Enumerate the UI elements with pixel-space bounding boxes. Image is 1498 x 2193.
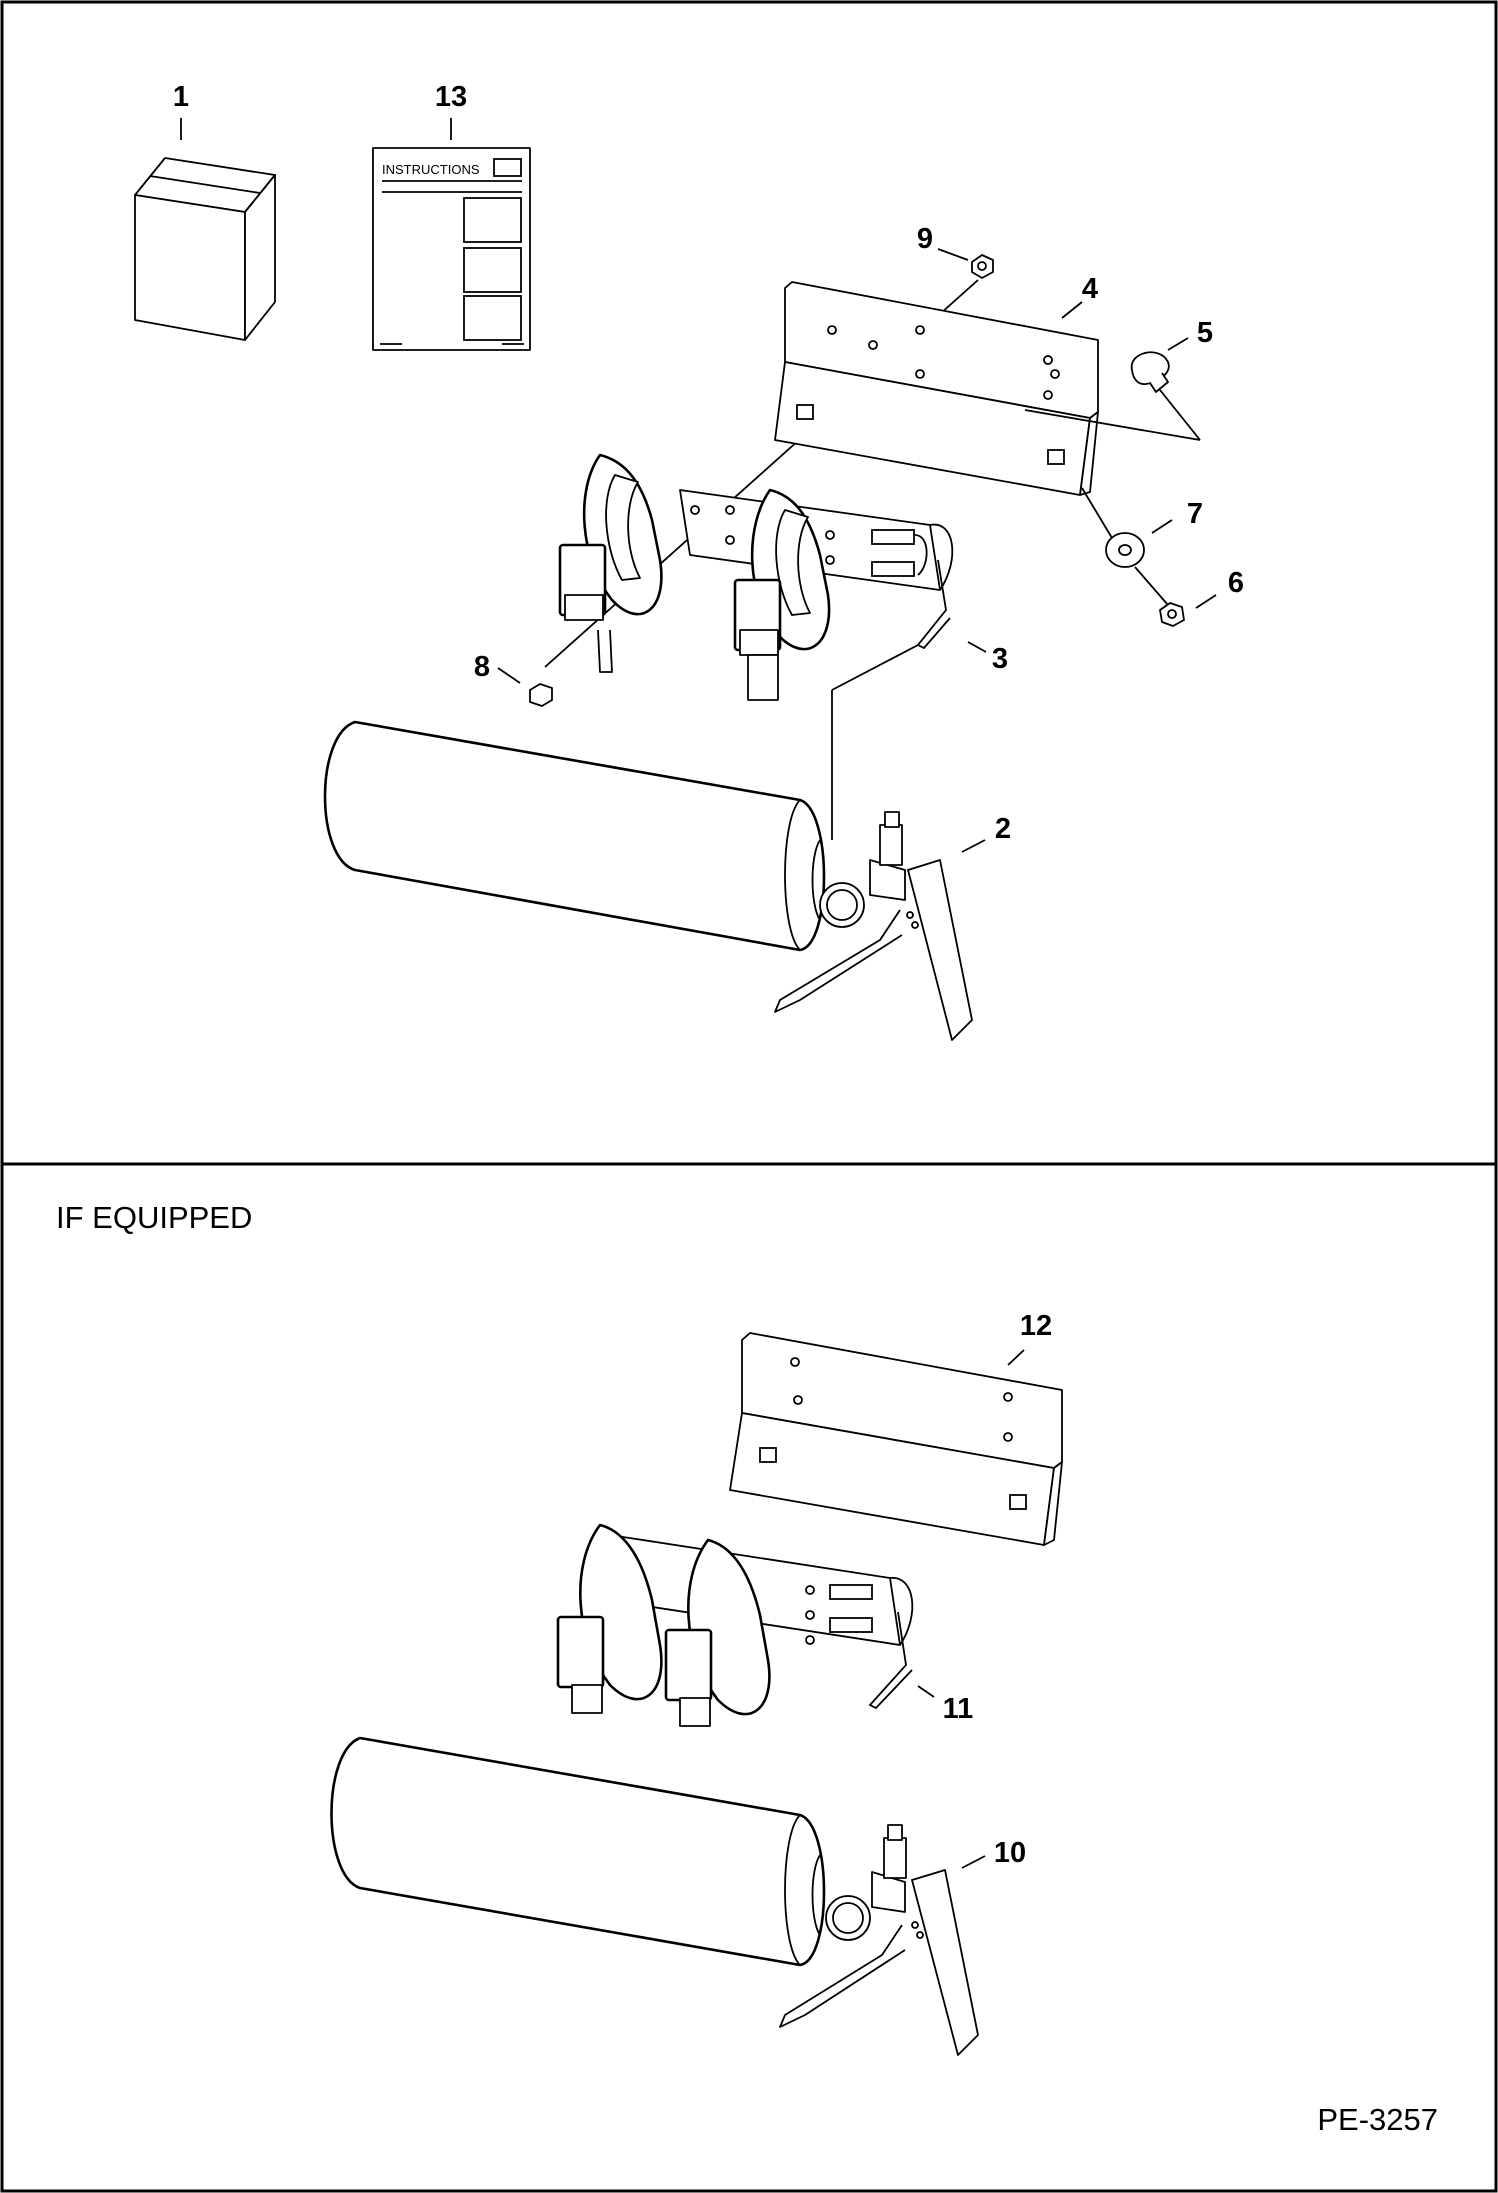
leader-7 bbox=[1151, 519, 1173, 534]
leader-2 bbox=[961, 839, 986, 853]
leader-11 bbox=[917, 1685, 935, 1698]
leader-6 bbox=[1195, 594, 1217, 609]
part-5-bolt bbox=[1131, 351, 1170, 393]
callout-7: 7 bbox=[1187, 498, 1203, 530]
callout-1: 1 bbox=[173, 81, 189, 113]
part-1-box bbox=[134, 157, 276, 341]
callout-8: 8 bbox=[474, 651, 490, 683]
callout-3: 3 bbox=[992, 643, 1008, 675]
part-7-washer bbox=[1105, 532, 1145, 568]
callout-2: 2 bbox=[995, 813, 1011, 845]
callout-12: 12 bbox=[1020, 1310, 1052, 1342]
instructions-label: INSTRUCTIONS bbox=[382, 162, 480, 177]
callout-11: 11 bbox=[943, 1693, 974, 1725]
part-4-bracket bbox=[774, 281, 1099, 496]
callout-4: 4 bbox=[1082, 273, 1098, 305]
part-12-bracket bbox=[729, 1332, 1063, 1546]
assembly-line-3-2 bbox=[831, 644, 919, 691]
part-9-nut bbox=[971, 254, 994, 279]
figure-code: PE-3257 bbox=[1317, 2102, 1438, 2137]
leader-10 bbox=[961, 1855, 986, 1869]
part-6-nut bbox=[1159, 602, 1185, 627]
callout-6: 6 bbox=[1228, 567, 1244, 599]
leader-8 bbox=[497, 667, 521, 684]
part-10-extinguisher bbox=[330, 1736, 979, 2056]
part-3-clamp-bracket bbox=[558, 453, 954, 701]
callout-9: 9 bbox=[917, 223, 933, 255]
leader-12 bbox=[1007, 1349, 1025, 1366]
part-13-instructions: INSTRUCTIONS bbox=[372, 147, 531, 351]
leader-9 bbox=[937, 248, 969, 261]
leader-5 bbox=[1167, 337, 1189, 351]
leader-4 bbox=[1061, 301, 1083, 319]
callout-10: 10 bbox=[994, 1837, 1026, 1869]
if-equipped-heading: IF EQUIPPED bbox=[56, 1200, 252, 1235]
fastener-line-5b bbox=[1024, 409, 1201, 441]
fastener-line-5 bbox=[1159, 389, 1201, 441]
callout-5: 5 bbox=[1197, 317, 1213, 349]
leader-3 bbox=[967, 641, 987, 653]
fastener-line-6 bbox=[1134, 566, 1169, 606]
part-2-extinguisher bbox=[323, 720, 973, 1041]
part-11-clamp-bracket bbox=[556, 1523, 914, 1727]
part-8-bolt bbox=[529, 683, 553, 707]
callout-13: 13 bbox=[435, 81, 467, 113]
